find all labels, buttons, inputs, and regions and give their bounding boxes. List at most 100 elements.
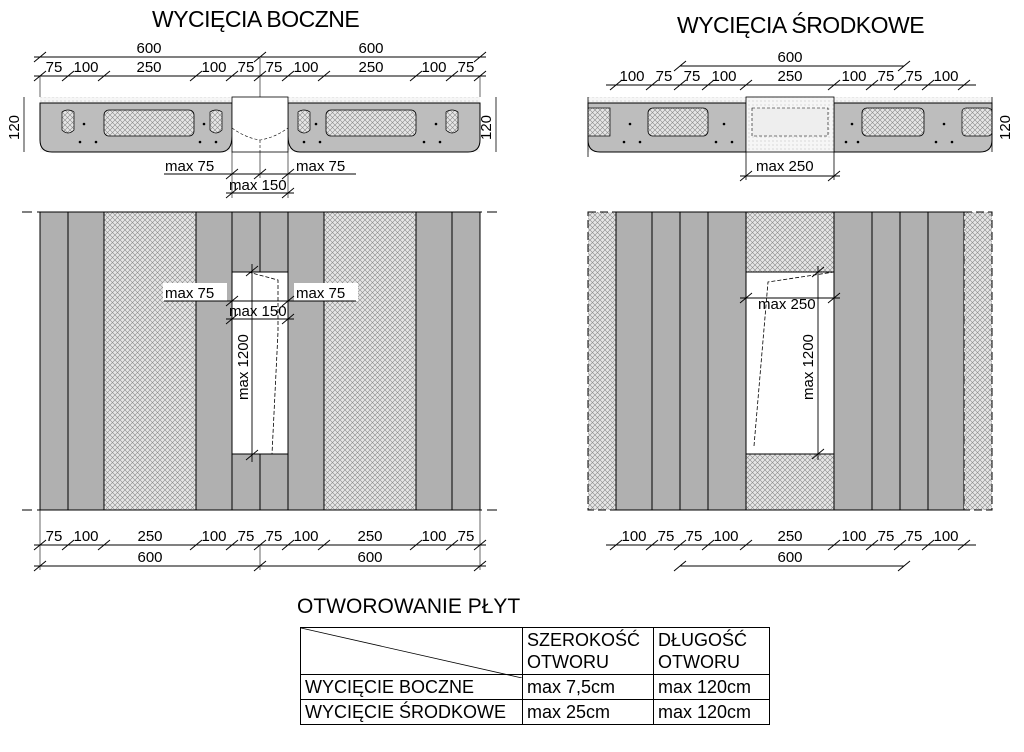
left-top-part-4: 100 [201,59,226,76]
row-length: max 120cm [653,699,770,725]
header-length-line1: DŁUGOŚĆ [658,630,748,650]
left-plan [22,211,498,511]
left-section-max-left: max 75 [165,158,214,175]
dimension-tick [893,79,907,91]
dimension-tick [673,79,687,91]
dimension-tick [897,560,911,572]
right-top-part-6: 100 [841,68,866,85]
left-top-ticks [33,51,487,82]
right-plan-max-width: max 250 [758,296,816,313]
right-top-part-3: 75 [684,68,701,85]
dimension-tick [673,60,687,72]
dimension-tick [701,539,715,551]
left-plan-max-left: max 75 [165,285,214,302]
dimension-tick [253,51,267,63]
dimension-tick [225,539,239,551]
left-plan-max-right: max 75 [296,285,345,302]
right-top-dimensions [606,65,976,86]
dimension-tick [61,70,75,82]
row-length: max 120cm [653,674,770,700]
row-label: WYCIĘCIE BOCZNE [300,674,523,700]
dimension-tick [97,70,111,82]
right-top-total: 600 [777,49,802,66]
dimension-tick [473,70,487,82]
left-plan-max-length: max 1200 [235,334,252,400]
right-bottom-part-6: 100 [841,528,866,545]
table-header-row: SZEROKOŚĆ OTWORU DŁUGOŚĆ OTWORU [300,627,770,678]
dimension-tick [61,539,75,551]
table-row: WYCIĘCIE BOCZNE max 7,5cm max 120cm [300,674,770,700]
dimension-tick [739,79,753,91]
dimension-tick [253,560,267,572]
dimension-tick [827,539,841,551]
dimension-tick [893,539,907,551]
diagonal-line [301,628,522,678]
dimension-tick [897,60,911,72]
left-bottom-dimensions [34,510,486,570]
dimension-tick [97,539,111,551]
right-height-label: 120 [997,115,1014,140]
right-bottom-part-1: 100 [621,528,646,545]
right-bottom-total: 600 [777,549,802,566]
dimension-tick [473,51,487,63]
right-section: 120 [587,96,1014,182]
dimension-tick [645,539,659,551]
left-top-part-5: 75 [238,59,255,76]
dimension-tick [739,539,753,551]
left-top-part-1: 75 [46,59,63,76]
left-top-part-6: 75 [266,59,283,76]
left-top-part-9: 100 [421,59,446,76]
right-bottom-part-3: 75 [686,528,703,545]
left-top-part-2: 100 [73,59,98,76]
left-top-part-8: 250 [358,59,383,76]
left-section-max-total: max 150 [229,177,287,194]
dimension-tick [33,560,47,572]
dimension-tick [409,539,423,551]
left-bottom-part-4: 100 [201,528,226,545]
left-top-part-3: 250 [136,59,161,76]
right-bottom-ticks [609,539,971,572]
right-top-part-5: 250 [777,68,802,85]
header-length: DŁUGOŚĆ OTWORU [653,627,770,675]
left-bottom-part-9: 100 [421,528,446,545]
right-top-part-9: 100 [933,68,958,85]
left-plan-max-total: max 150 [229,303,287,320]
header-length-line2: OTWORU [658,652,740,672]
dimension-tick [957,79,971,91]
dimension-tick [473,560,487,572]
dimension-tick [473,539,487,551]
left-bottom-total-2: 600 [357,549,382,566]
dimension-tick [445,539,459,551]
right-bottom-dimensions [606,544,976,567]
left-section-max-dims [164,152,356,199]
dimension-tick [609,79,623,91]
dimension-tick [409,70,423,82]
left-bottom-part-7: 100 [293,528,318,545]
dimension-tick [189,539,203,551]
left-bottom-total-1: 600 [137,549,162,566]
left-bottom-part-2: 100 [73,528,98,545]
dimension-tick [609,539,623,551]
table-row: WYCIĘCIE ŚRODKOWE max 25cm max 120cm [300,699,770,725]
dimension-tick [33,70,47,82]
dimension-tick [317,539,331,551]
right-top-part-8: 75 [906,68,923,85]
right-bottom-part-7: 75 [878,528,895,545]
right-plan-max-length: max 1200 [800,334,817,400]
left-top-total-1: 600 [136,40,161,57]
header-width-line2: OTWORU [527,652,609,672]
header-width: SZEROKOŚĆ OTWORU [522,627,654,675]
left-diagram-title: WYCIĘCIA BOCZNE [152,6,360,32]
row-label: WYCIĘCIE ŚRODKOWE [300,699,523,725]
dimension-tick [827,79,841,91]
dimension-tick [281,539,295,551]
dimension-tick [317,70,331,82]
dimension-tick [281,70,295,82]
left-section: 120 120 [6,58,497,153]
right-top-part-7: 75 [878,68,895,85]
dimension-tick [673,539,687,551]
dimension-tick [673,560,687,572]
dimension-tick [33,539,47,551]
dimension-tick [225,70,239,82]
right-bottom-part-4: 100 [713,528,738,545]
